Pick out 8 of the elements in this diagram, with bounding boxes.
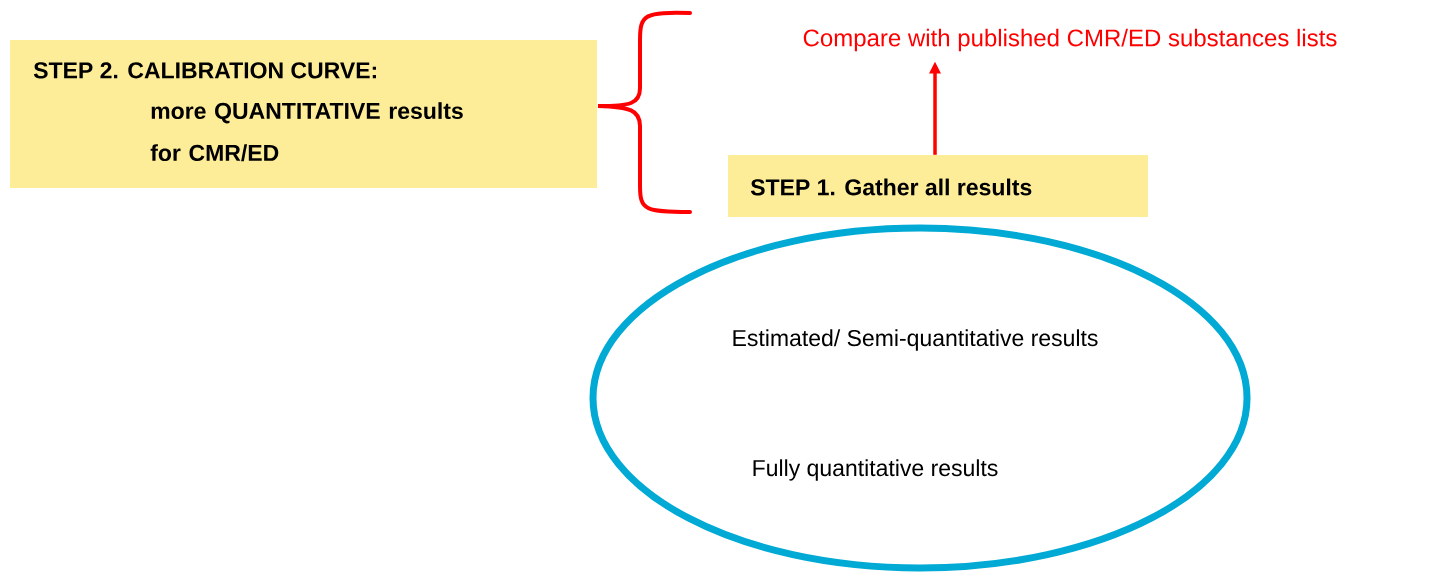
step-box bbox=[10, 40, 597, 188]
ellipse bbox=[589, 224, 1251, 572]
result-text: Fully quantitative results bbox=[753, 459, 998, 481]
note-text: Compare with published CMR/ED substances lists bbox=[803, 28, 1337, 52]
step-box: STEP 1. Gather all results bbox=[728, 155, 1148, 217]
heading: STEP 2. CALIBRATION CURVE: bbox=[33, 62, 376, 79]
result-text: Estimated/ Semi-quantitative results bbox=[733, 329, 1098, 351]
body-text: more QUANTITATIVE results for CMR/ED bbox=[150, 102, 463, 162]
